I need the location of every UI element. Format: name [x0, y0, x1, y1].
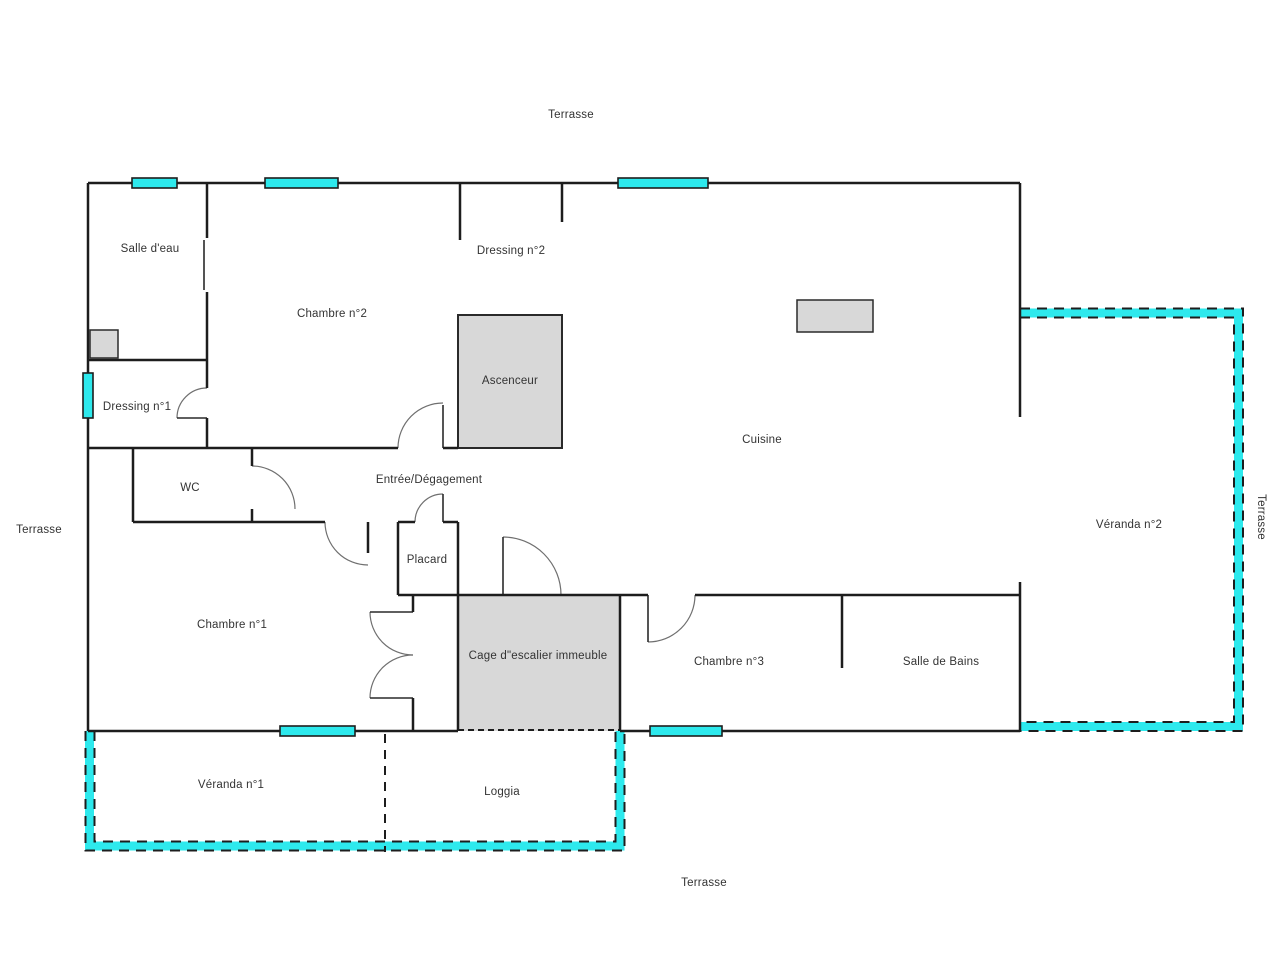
fixture-shapes [89, 299, 874, 731]
placard-door-arc [414, 493, 444, 523]
veranda-bands [84, 307, 1244, 852]
terrasse-label-left: Terrasse [16, 524, 62, 536]
veranda1-dash-outer [84, 731, 626, 852]
shower-fixture [89, 329, 119, 359]
kitchen-counter [796, 299, 874, 333]
room-label-dressing-1: Dressing n°1 [102, 401, 172, 413]
veranda2-band [1020, 308, 1243, 731]
room-label-dressing-2: Dressing n°2 [476, 245, 546, 257]
room-label-chambre-3: Chambre n°3 [693, 656, 765, 668]
window-bottom-2 [649, 725, 723, 737]
elevator-box [457, 314, 563, 449]
terrasse-label-right: Terrasse [1255, 494, 1267, 540]
chambre2-door-arc [397, 402, 444, 449]
double-door-arc-bottom [369, 654, 414, 699]
wc-door-arc [251, 465, 296, 510]
door-leaves [177, 240, 649, 699]
room-label-chambre-2: Chambre n°2 [296, 308, 368, 320]
room-label-veranda-1: Véranda n°1 [197, 779, 265, 791]
veranda2-dash-inner [1020, 316, 1235, 723]
dressing1-door-arc [176, 387, 208, 419]
room-label-salle-deau: Salle d'eau [120, 243, 180, 255]
terrasse-label-bottom: Terrasse [681, 877, 727, 889]
veranda1-loggia-band [85, 731, 625, 851]
chambre3-door-arc [647, 594, 696, 643]
room-label-loggia: Loggia [484, 786, 520, 798]
room-label-salle-de-bains: Salle de Bains [902, 656, 980, 668]
room-label-entree: Entrée/Dégagement [375, 474, 483, 486]
terrasse-label-top: Terrasse [548, 109, 594, 121]
window-top-3 [617, 177, 709, 189]
door-arcs [176, 387, 696, 699]
entrance-door-arc [502, 536, 562, 596]
window-top-2 [264, 177, 339, 189]
double-door-arc-top [369, 611, 414, 656]
chambre1-door-arc [324, 521, 369, 566]
veranda2-dash-outer [1020, 307, 1244, 732]
veranda1-dash-inner [93, 731, 617, 843]
stairwell-box [458, 595, 620, 731]
window-top-1 [131, 177, 178, 189]
room-label-cage-escalier: Cage d"escalier immeuble [468, 650, 608, 662]
room-label-cuisine: Cuisine [742, 434, 782, 446]
windows [82, 177, 723, 737]
window-left [82, 372, 94, 419]
room-label-ascenceur: Ascenceur [481, 375, 539, 387]
room-label-chambre-1: Chambre n°1 [196, 619, 268, 631]
walls [86, 181, 1022, 733]
room-label-wc: WC [180, 482, 200, 494]
window-bottom-1 [279, 725, 356, 737]
room-label-veranda-2: Véranda n°2 [1095, 519, 1163, 531]
room-label-placard: Placard [406, 554, 448, 566]
